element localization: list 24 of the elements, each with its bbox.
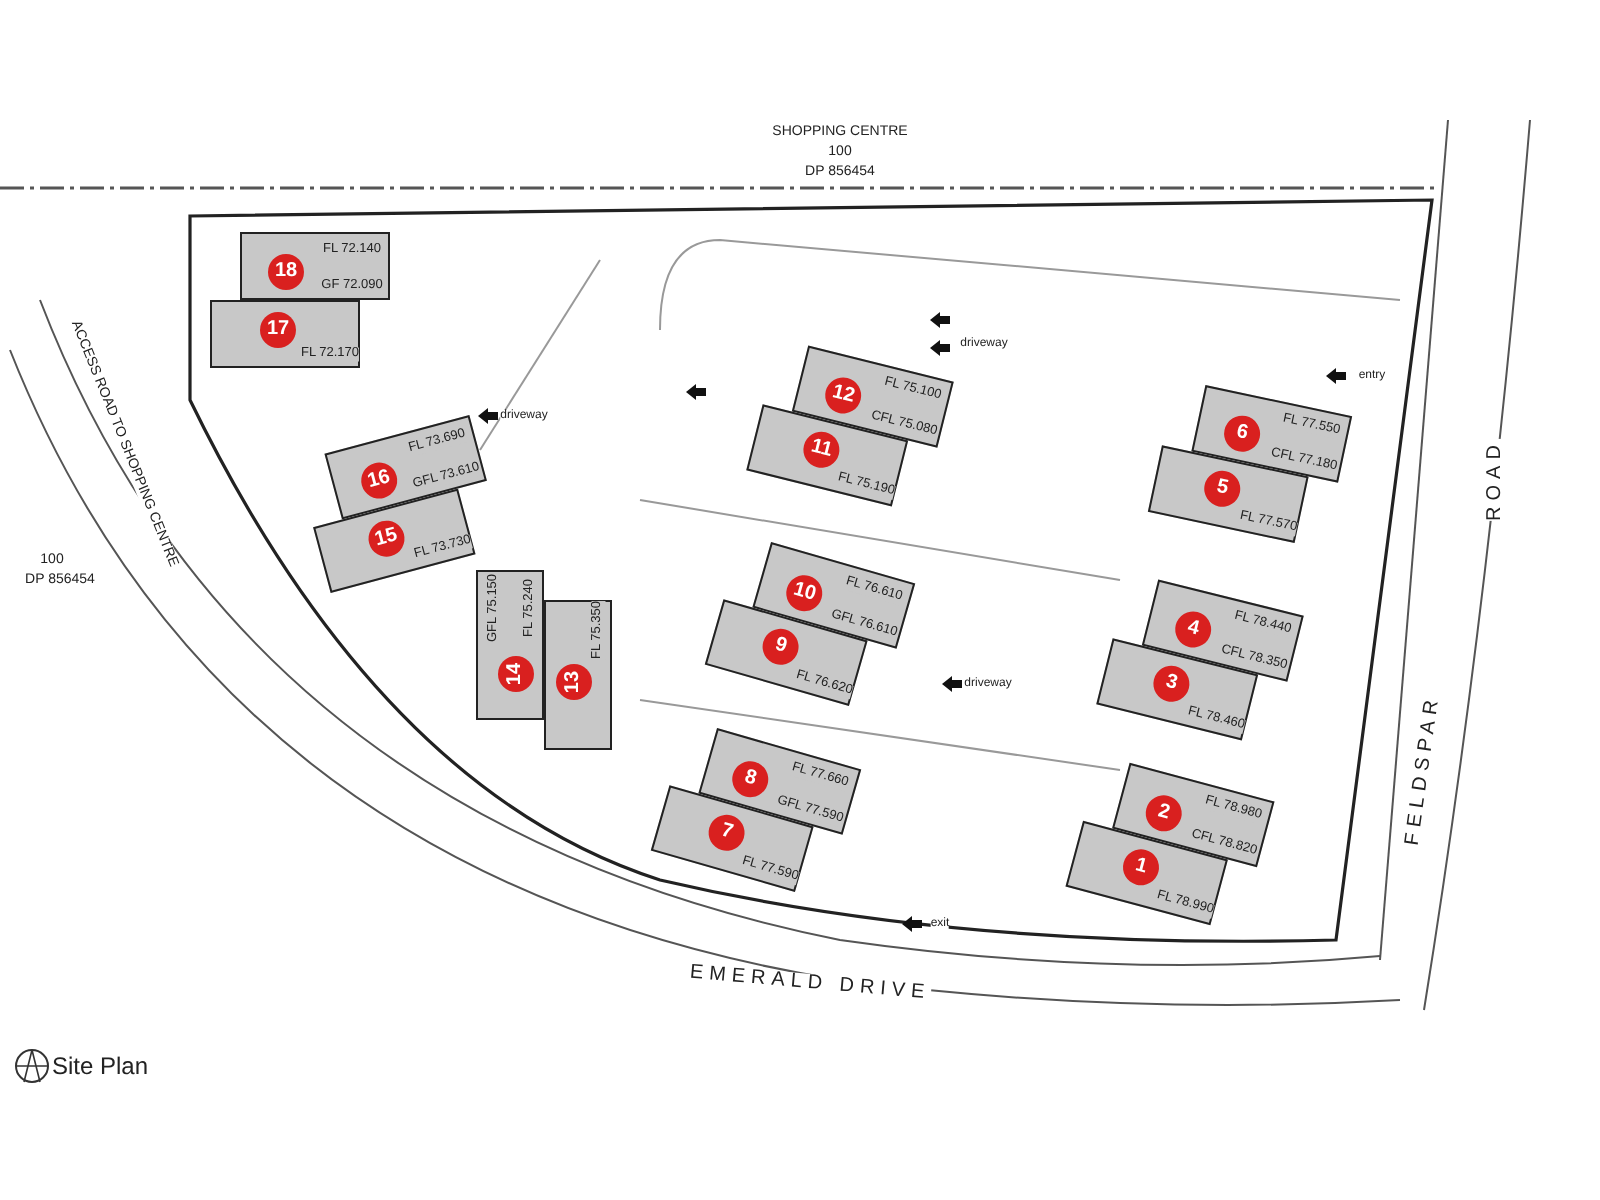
unit-number-marker: 1 [1118, 845, 1164, 890]
unit-number-marker: 18 [268, 254, 304, 290]
unit-number-marker: 9 [758, 624, 803, 670]
road-name: ROAD [1486, 439, 1506, 521]
unit-number-marker: 4 [1171, 607, 1215, 652]
unit-number-marker: 3 [1149, 661, 1194, 706]
unit-number-marker: 12 [821, 373, 865, 418]
unit-number-marker: 13 [556, 664, 592, 700]
unit-number-marker: 6 [1220, 412, 1264, 456]
unit-number-marker: 16 [357, 458, 402, 503]
unit-number-marker: 7 [704, 810, 749, 856]
unit-number-marker: 5 [1200, 467, 1244, 511]
dwelling-footprint [240, 232, 390, 300]
dwelling-footprint [544, 600, 612, 750]
unit-number-marker: 14 [498, 656, 534, 692]
dwelling-footprint [476, 570, 544, 720]
plan-title: Site Plan [51, 1054, 149, 1078]
unit-number-marker: 10 [782, 570, 827, 616]
unit-number-marker: 8 [728, 756, 773, 802]
unit-number-marker: 17 [260, 312, 296, 348]
unit-number-marker: 2 [1141, 791, 1186, 836]
dwelling-footprint [210, 300, 360, 368]
unit-number-marker: 15 [364, 516, 409, 561]
unit-number-marker: 11 [799, 427, 844, 472]
